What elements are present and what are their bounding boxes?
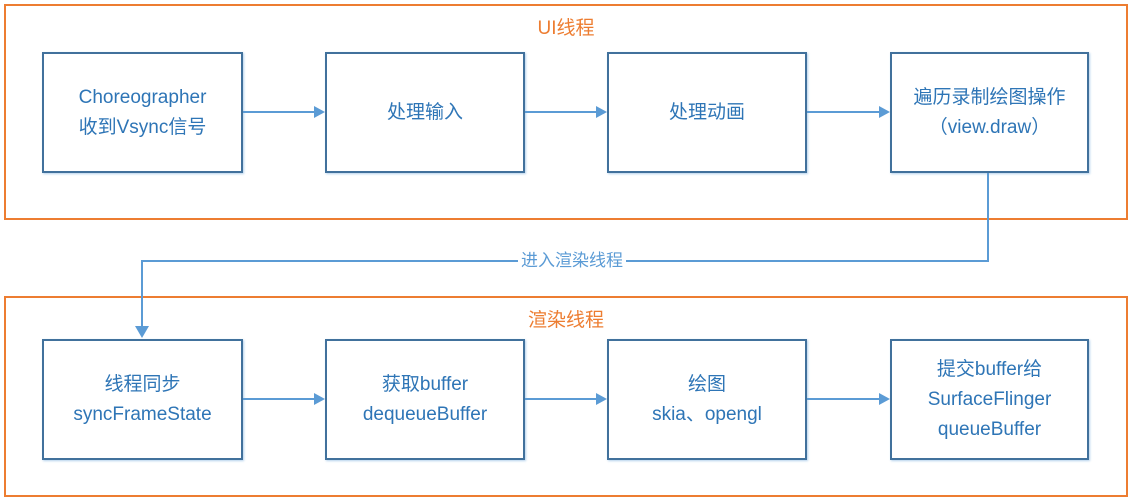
- node-text-line: dequeueBuffer: [362, 403, 488, 425]
- arrow-shaft: [807, 398, 881, 400]
- node-record-draw-ops: 遍历录制绘图操作 （view.draw）: [890, 52, 1089, 173]
- node-text-line: Choreographer: [78, 86, 207, 108]
- node-dequeue-buffer: 获取buffer dequeueBuffer: [325, 339, 525, 460]
- node-handle-input: 处理输入: [325, 52, 525, 173]
- arrow-head-right-icon: [879, 393, 890, 405]
- arrow-animation-to-draw: [807, 106, 890, 118]
- arrow-shaft: [243, 398, 316, 400]
- node-text-line: 收到Vsync信号: [78, 116, 207, 138]
- arrow-shaft: [525, 111, 598, 113]
- node-draw-skia-opengl: 绘图 skia、opengl: [607, 339, 807, 460]
- node-text-line: queueBuffer: [937, 418, 1042, 440]
- node-queue-buffer: 提交buffer给 SurfaceFlinger queueBuffer: [890, 339, 1089, 460]
- node-handle-animation: 处理动画: [607, 52, 807, 173]
- arrow-input-to-animation: [525, 106, 607, 118]
- arrow-head-right-icon: [314, 106, 325, 118]
- arrow-shaft: [807, 111, 881, 113]
- node-text-line: 处理输入: [386, 101, 463, 123]
- lane-ui-thread-title: UI线程: [537, 18, 595, 39]
- node-text-line: 获取buffer: [381, 373, 469, 395]
- node-text-line: 绘图: [687, 373, 726, 395]
- node-text-line: syncFrameState: [73, 403, 212, 425]
- arrow-head-right-icon: [314, 393, 325, 405]
- connector-label: 进入渲染线程: [518, 251, 626, 271]
- arrow-shaft: [243, 111, 316, 113]
- node-text-line: 提交buffer给: [936, 358, 1043, 380]
- arrow-head-down-icon: [135, 326, 149, 338]
- node-text-line: 线程同步: [104, 373, 181, 395]
- arrow-draw-to-queue: [807, 393, 890, 405]
- arrow-shaft: [525, 398, 598, 400]
- node-text-line: 处理动画: [668, 101, 745, 123]
- lane-render-thread: 渲染线程 线程同步 syncFrameState 获取buffer dequeu…: [4, 296, 1128, 497]
- node-text-line: 遍历录制绘图操作: [913, 86, 1066, 108]
- node-choreographer-vsync: Choreographer 收到Vsync信号: [42, 52, 243, 173]
- arrow-head-right-icon: [879, 106, 890, 118]
- arrow-dequeue-to-draw: [525, 393, 607, 405]
- arrow-vsync-to-input: [243, 106, 325, 118]
- node-text-line: skia、opengl: [652, 403, 762, 425]
- arrow-head-right-icon: [596, 393, 607, 405]
- lane-render-thread-title: 渲染线程: [527, 310, 604, 331]
- node-text-line: SurfaceFlinger: [927, 388, 1052, 410]
- connector-segment-down-from-draw: [987, 173, 989, 262]
- arrow-sync-to-dequeue: [243, 393, 325, 405]
- node-text-line: （view.draw）: [928, 116, 1051, 138]
- connector-segment-down-to-sync: [141, 260, 143, 327]
- arrow-head-right-icon: [596, 106, 607, 118]
- lane-ui-thread: UI线程 Choreographer 收到Vsync信号 处理输入 处理动画 遍…: [4, 4, 1128, 220]
- node-sync-frame-state: 线程同步 syncFrameState: [42, 339, 243, 460]
